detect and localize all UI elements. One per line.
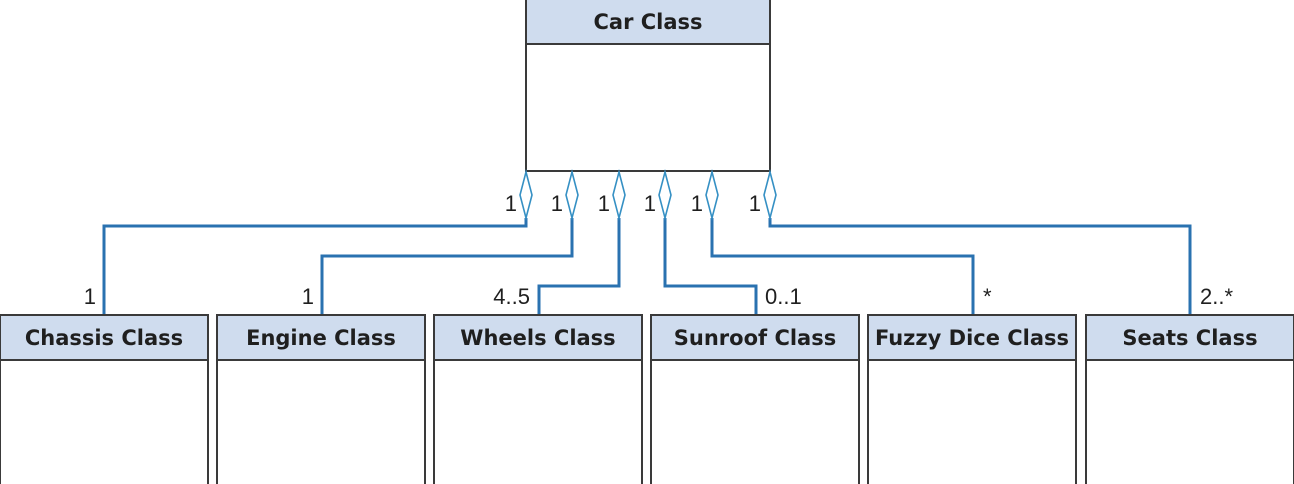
connector-fuzzy-dice <box>710 218 975 314</box>
aggregation-diamond-icon <box>612 168 626 222</box>
class-engine: Engine Class <box>216 314 426 484</box>
class-wheels-title: Wheels Class <box>460 326 615 350</box>
parent-multiplicities: 1 1 1 1 1 1 <box>505 191 761 216</box>
class-fuzzy-dice-title: Fuzzy Dice Class <box>875 326 1069 350</box>
connector-seats <box>768 218 1192 314</box>
multiplicity-child-sunroof: 0..1 <box>765 284 802 309</box>
class-seats-header <box>1085 314 1294 361</box>
multiplicity-parent-sunroof: 1 <box>644 191 656 216</box>
class-wheels-header <box>433 314 643 361</box>
class-seats: Seats Class <box>1085 314 1294 484</box>
class-fuzzy-dice: Fuzzy Dice Class <box>867 314 1077 484</box>
class-engine-title: Engine Class <box>246 326 396 350</box>
multiplicity-parent-seats: 1 <box>749 191 761 216</box>
multiplicity-child-seats: 2..* <box>1200 284 1233 309</box>
class-sunroof-header <box>650 314 860 361</box>
aggregation-diamond-icon <box>565 168 579 222</box>
child-multiplicities: 1 1 4..5 0..1 * 2..* <box>84 284 1234 309</box>
connector-wheels <box>537 218 621 314</box>
class-engine-header <box>216 314 426 361</box>
multiplicity-parent-wheels: 1 <box>598 191 610 216</box>
class-wheels: Wheels Class <box>433 314 643 484</box>
class-chassis: Chassis Class <box>0 314 209 484</box>
class-fuzzy-dice-header <box>867 314 1077 361</box>
multiplicity-child-chassis: 1 <box>84 284 96 309</box>
multiplicity-child-wheels: 4..5 <box>493 284 530 309</box>
class-sunroof-title: Sunroof Class <box>674 326 836 350</box>
multiplicity-parent-chassis: 1 <box>505 191 517 216</box>
aggregation-diamond-icon <box>658 168 672 222</box>
class-car: Car Class <box>525 0 771 172</box>
aggregation-diamonds <box>519 168 777 222</box>
connector-sunroof <box>663 218 758 314</box>
multiplicity-child-fuzzy-dice: * <box>983 284 992 309</box>
multiplicity-parent-engine: 1 <box>551 191 563 216</box>
class-sunroof: Sunroof Class <box>650 314 860 484</box>
class-seats-title: Seats Class <box>1122 326 1257 350</box>
aggregation-connectors <box>102 218 1192 314</box>
class-car-title: Car Class <box>593 10 702 34</box>
class-car-header <box>525 0 771 45</box>
aggregation-diamond-icon <box>763 168 777 222</box>
multiplicity-child-engine: 1 <box>302 284 314 309</box>
aggregation-diamond-icon <box>519 168 533 222</box>
multiplicity-parent-fuzzy-dice: 1 <box>691 191 703 216</box>
class-chassis-title: Chassis Class <box>25 326 183 350</box>
connector-engine <box>320 218 574 314</box>
class-chassis-header <box>0 314 209 361</box>
aggregation-diamond-icon <box>705 168 719 222</box>
connector-chassis <box>102 218 528 314</box>
